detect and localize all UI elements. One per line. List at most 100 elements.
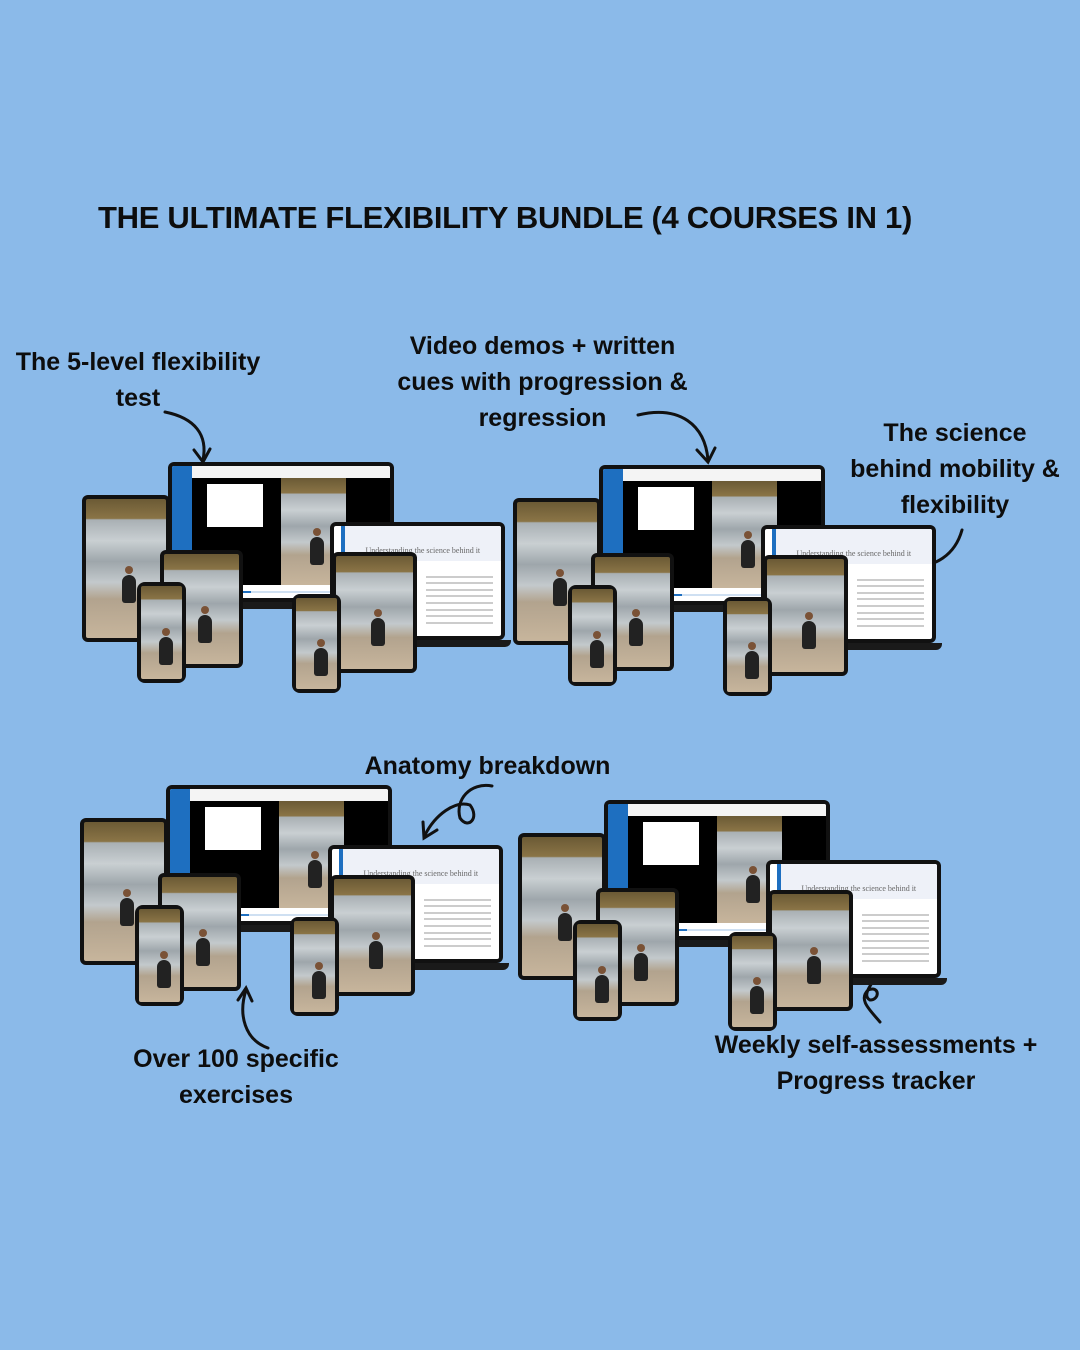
text-line bbox=[856, 611, 924, 614]
text-line bbox=[861, 946, 929, 949]
page-title: THE ULTIMATE FLEXIBILITY BUNDLE (4 COURS… bbox=[97, 200, 913, 235]
text-line bbox=[423, 905, 491, 908]
phone-left-device bbox=[137, 582, 186, 683]
person-image bbox=[120, 889, 134, 927]
device-mockup-group-4: Understanding the science behind it bbox=[518, 800, 948, 1040]
person-image bbox=[195, 928, 210, 966]
cue-card bbox=[205, 807, 262, 851]
device-mockup-group-2: Understanding the science behind it bbox=[513, 465, 943, 705]
phone-left-screen bbox=[139, 909, 180, 1002]
tablet-right-screen bbox=[334, 879, 411, 992]
tablet-right-screen bbox=[767, 559, 844, 672]
arrow-icon bbox=[636, 410, 710, 462]
text-line bbox=[861, 933, 929, 936]
label-weekly: Weekly self-assessments + Progress track… bbox=[714, 1031, 1038, 1095]
person-image bbox=[628, 608, 643, 646]
cue-card bbox=[207, 484, 264, 528]
phone-left-device bbox=[568, 585, 617, 686]
text-line bbox=[861, 959, 929, 962]
laptop-base bbox=[322, 963, 509, 970]
tablet-right-screen bbox=[772, 894, 849, 1007]
text-line bbox=[425, 621, 493, 624]
text-line bbox=[856, 598, 924, 601]
label-flexibility-test: The 5-level flexibility test bbox=[15, 348, 261, 412]
tablet-left-device bbox=[513, 498, 601, 645]
phone-right-device bbox=[292, 594, 341, 693]
text-line bbox=[423, 924, 491, 927]
label-exercises: Over 100 specific exercises bbox=[133, 1045, 339, 1109]
phone-right-screen bbox=[296, 598, 337, 689]
laptop-base bbox=[160, 925, 398, 932]
text-line bbox=[861, 939, 929, 942]
text-line bbox=[425, 582, 493, 585]
text-line bbox=[425, 608, 493, 611]
person-image bbox=[122, 566, 136, 604]
person-image bbox=[308, 850, 323, 888]
person-image bbox=[159, 628, 174, 666]
text-line bbox=[425, 575, 493, 578]
person-image bbox=[314, 639, 329, 677]
tablet-right-device bbox=[332, 552, 417, 673]
text-line bbox=[856, 578, 924, 581]
text-line bbox=[861, 926, 929, 929]
person-image bbox=[741, 530, 756, 568]
text-line bbox=[861, 953, 929, 956]
arrow-icon bbox=[862, 966, 884, 1024]
laptop-base bbox=[324, 640, 511, 647]
phone-right-screen bbox=[727, 601, 768, 692]
phone-right-screen bbox=[294, 921, 335, 1012]
text-line bbox=[423, 898, 491, 901]
tablet-right-device bbox=[330, 875, 415, 996]
person-image bbox=[310, 527, 325, 565]
tablet-right-screen bbox=[336, 556, 413, 669]
laptop-base bbox=[593, 605, 831, 612]
person-image bbox=[633, 943, 648, 981]
person-image bbox=[157, 951, 172, 989]
tablet-right-device bbox=[768, 890, 853, 1011]
cue-card bbox=[638, 487, 695, 531]
laptop-base bbox=[162, 602, 400, 609]
person-image bbox=[197, 605, 212, 643]
text-line bbox=[856, 591, 924, 594]
text-line bbox=[861, 920, 929, 923]
text-line bbox=[856, 618, 924, 621]
text-line bbox=[423, 944, 491, 947]
phone-right-screen bbox=[732, 936, 773, 1027]
tablet-left-device bbox=[518, 833, 606, 980]
text-line bbox=[423, 918, 491, 921]
arrow-icon bbox=[423, 783, 494, 837]
text-line bbox=[423, 931, 491, 934]
laptop-base bbox=[760, 978, 947, 985]
text-line bbox=[425, 595, 493, 598]
text-line bbox=[856, 624, 924, 627]
arrow-icon bbox=[241, 988, 270, 1050]
text-line bbox=[425, 588, 493, 591]
tablet-right-device bbox=[763, 555, 848, 676]
person-image bbox=[312, 962, 327, 1000]
person-image bbox=[590, 631, 605, 669]
label-science: The science behind mobility & flexibilit… bbox=[850, 419, 1060, 519]
text-line bbox=[423, 938, 491, 941]
person-image bbox=[595, 966, 610, 1004]
device-mockup-group-3: Understanding the science behind it bbox=[80, 785, 510, 1025]
person-image bbox=[801, 612, 816, 650]
phone-right-device bbox=[728, 932, 777, 1031]
label-anatomy: Anatomy breakdown bbox=[364, 752, 611, 780]
text-line bbox=[425, 601, 493, 604]
phone-left-device bbox=[573, 920, 622, 1021]
phone-left-screen bbox=[577, 924, 618, 1017]
phone-left-screen bbox=[141, 586, 182, 679]
laptop-right-device: Understanding the science behind it bbox=[328, 845, 503, 963]
laptop-base bbox=[755, 643, 942, 650]
person-image bbox=[806, 947, 821, 985]
person-image bbox=[370, 609, 385, 647]
person-image bbox=[558, 904, 572, 942]
text-line bbox=[856, 604, 924, 607]
phone-right-device bbox=[723, 597, 772, 696]
text-line bbox=[423, 911, 491, 914]
cue-card bbox=[643, 822, 700, 866]
laptop-base bbox=[598, 940, 836, 947]
person-image bbox=[750, 977, 765, 1015]
person-image bbox=[745, 642, 760, 680]
phone-left-device bbox=[135, 905, 184, 1006]
